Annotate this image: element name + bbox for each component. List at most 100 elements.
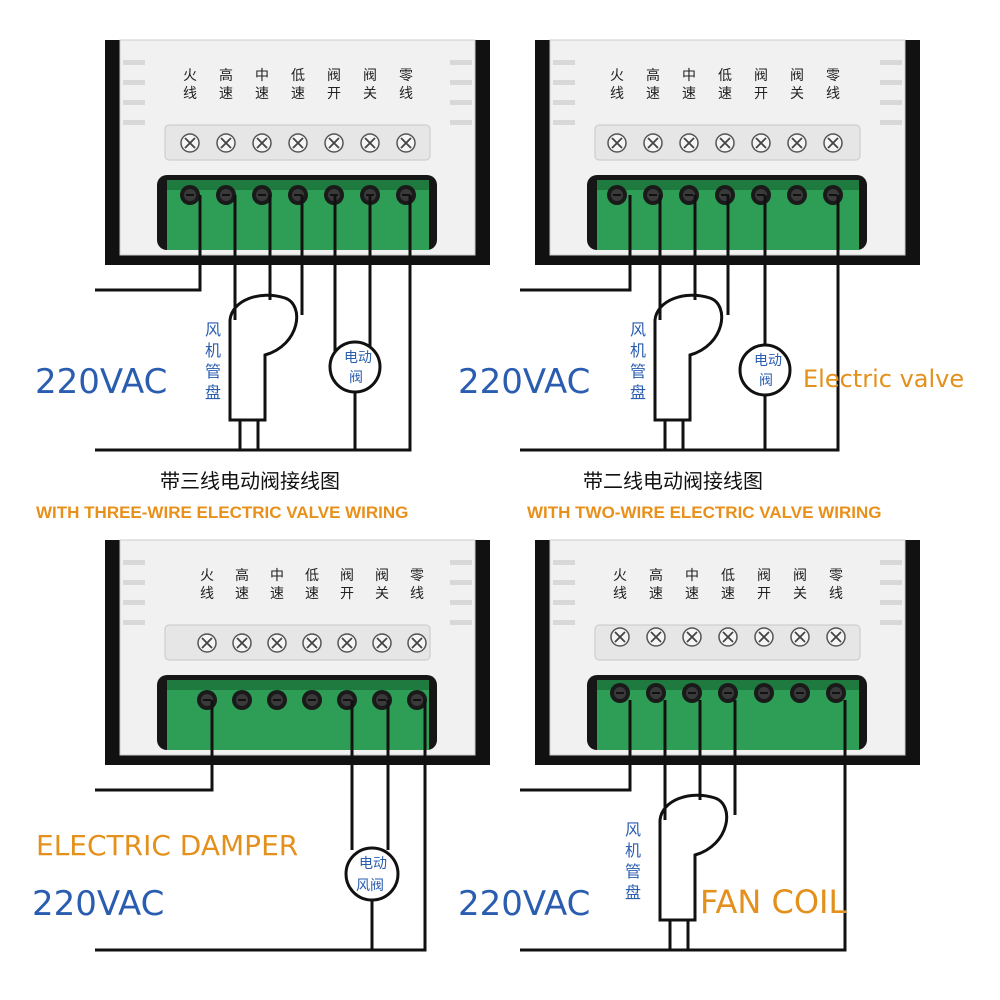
terminal-screw-icon bbox=[324, 133, 344, 153]
terminal-screw-icon bbox=[715, 133, 735, 153]
caption-zh: 带二线电动阀接线图 bbox=[583, 469, 763, 493]
terminal-screw-icon bbox=[826, 627, 846, 647]
terminal-label: 零 bbox=[399, 68, 413, 84]
valve-label-line2: 阀 bbox=[759, 373, 773, 389]
terminal-label: 关 bbox=[375, 586, 389, 602]
terminal-label: 阀 bbox=[340, 568, 354, 584]
terminal-label: 低 bbox=[291, 68, 305, 84]
terminal-block-screw-icon bbox=[609, 682, 631, 704]
terminal-block-screw-icon bbox=[287, 184, 309, 206]
terminal-label: 速 bbox=[305, 586, 319, 602]
terminal-label: 阀 bbox=[363, 68, 377, 84]
fan-coil-char: 盘 bbox=[625, 883, 641, 902]
caption-en: WITH THREE-WIRE ELECTRIC VALVE WIRING bbox=[36, 503, 408, 522]
terminal-block-screw-icon bbox=[645, 682, 667, 704]
terminal-label: 线 bbox=[829, 586, 843, 602]
caption-en: WITH TWO-WIRE ELECTRIC VALVE WIRING bbox=[527, 503, 881, 522]
terminal-block-screw-icon bbox=[786, 184, 808, 206]
terminal-label: 高 bbox=[219, 67, 233, 84]
terminal-label: 线 bbox=[183, 86, 197, 102]
terminal-block-screw-icon bbox=[825, 682, 847, 704]
wires bbox=[95, 700, 427, 952]
valve-label-line1: 电动 bbox=[754, 353, 782, 369]
terminal-label: 线 bbox=[610, 86, 624, 102]
terminal-screw-icon bbox=[790, 627, 810, 647]
terminal-block-screw-icon bbox=[336, 689, 358, 711]
fan-coil-char: 盘 bbox=[205, 383, 221, 402]
terminal-label: 零 bbox=[829, 568, 843, 584]
terminal-screw-icon bbox=[607, 133, 627, 153]
terminal-label: 关 bbox=[793, 586, 807, 602]
terminal-screw-icon bbox=[216, 133, 236, 153]
valve-circle bbox=[328, 340, 382, 394]
fan-coil-char: 机 bbox=[625, 841, 641, 860]
fan-coil-char: 风 bbox=[205, 320, 221, 339]
terminal-label: 速 bbox=[291, 86, 305, 102]
terminal-block-screw-icon bbox=[753, 682, 775, 704]
terminal-screw-icon bbox=[396, 133, 416, 153]
terminal-label: 速 bbox=[682, 86, 696, 102]
terminal-screw-icon bbox=[180, 133, 200, 153]
terminal-label: 开 bbox=[754, 86, 768, 102]
terminal-label: 速 bbox=[649, 586, 663, 602]
terminal-label: 火 bbox=[610, 68, 624, 84]
wires bbox=[95, 195, 412, 452]
fan-coil-char: 风 bbox=[625, 820, 641, 839]
terminal-label: 速 bbox=[235, 586, 249, 602]
terminal-label: 线 bbox=[399, 86, 413, 102]
terminal-label: 开 bbox=[757, 586, 771, 602]
fan-coil-char: 管 bbox=[630, 362, 646, 381]
valve-label-line1: 电动 bbox=[344, 350, 372, 366]
terminal-label: 速 bbox=[646, 86, 660, 102]
terminal-label: 火 bbox=[200, 568, 214, 584]
terminal-label: 阀 bbox=[754, 68, 768, 84]
caption-zh: 带三线电动阀接线图 bbox=[160, 469, 340, 493]
terminal-screw-icon bbox=[288, 133, 308, 153]
damper-label-line2: 风阀 bbox=[356, 878, 384, 894]
terminal-block-screw-icon bbox=[179, 184, 201, 206]
terminal-label: 线 bbox=[410, 586, 424, 602]
terminal-label: 中 bbox=[682, 68, 696, 84]
terminal-screw-icon bbox=[610, 627, 630, 647]
terminal-label: 线 bbox=[826, 86, 840, 102]
terminal-label: 阀 bbox=[757, 568, 771, 584]
fan-coil-char: 机 bbox=[630, 341, 646, 360]
terminal-screw-icon bbox=[407, 633, 427, 653]
terminal-label: 速 bbox=[718, 86, 732, 102]
terminal-block-screw-icon bbox=[266, 689, 288, 711]
terminal-screw-icon bbox=[643, 133, 663, 153]
terminal-label: 阀 bbox=[790, 68, 804, 84]
terminal-label: 阀 bbox=[327, 68, 341, 84]
terminal-screw-icon bbox=[751, 133, 771, 153]
terminal-label: 线 bbox=[613, 586, 627, 602]
terminal-label: 高 bbox=[235, 567, 249, 584]
thermostat-module bbox=[104, 539, 491, 766]
terminal-label: 阀 bbox=[375, 568, 389, 584]
terminal-screw-icon bbox=[232, 633, 252, 653]
fan-coil-char: 管 bbox=[205, 362, 221, 381]
fan-coil-char: 风 bbox=[630, 320, 646, 339]
fan-coil-label: FAN COIL bbox=[700, 883, 846, 921]
terminal-block-screw-icon bbox=[196, 689, 218, 711]
voltage-label: 220VAC bbox=[35, 362, 167, 402]
valve-circle bbox=[738, 343, 792, 397]
terminal-label: 高 bbox=[649, 567, 663, 584]
terminal-label: 火 bbox=[183, 68, 197, 84]
terminal-label: 低 bbox=[305, 568, 319, 584]
terminal-screw-icon bbox=[646, 627, 666, 647]
terminal-label: 速 bbox=[685, 586, 699, 602]
terminal-block-screw-icon bbox=[822, 184, 844, 206]
terminal-screw-icon bbox=[197, 633, 217, 653]
terminal-label: 零 bbox=[826, 68, 840, 84]
terminal-label: 速 bbox=[219, 86, 233, 102]
terminal-block-screw-icon bbox=[395, 184, 417, 206]
voltage-label: 220VAC bbox=[32, 884, 164, 924]
terminal-label: 高 bbox=[646, 67, 660, 84]
